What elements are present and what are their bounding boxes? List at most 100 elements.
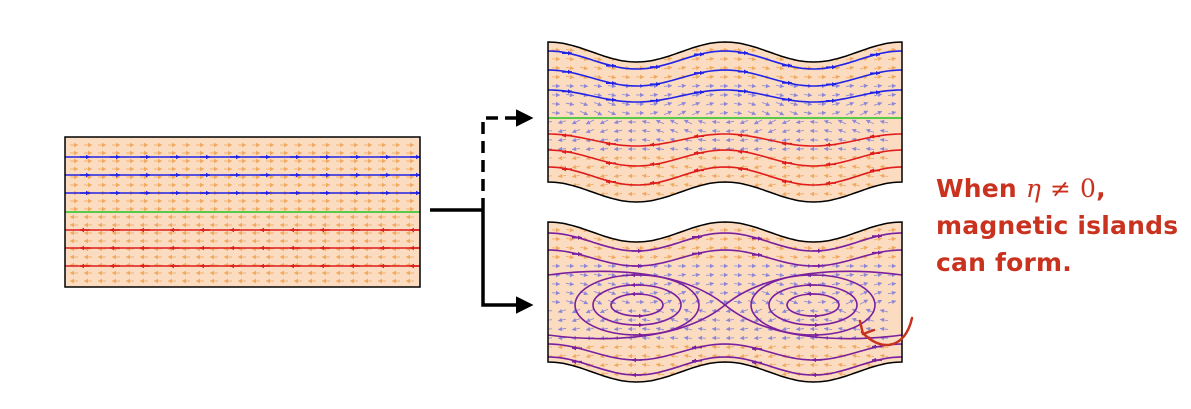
- field-line-arrow-head: [568, 69, 572, 75]
- background-arrow-head: [670, 335, 675, 341]
- field-line-arrow-head: [236, 172, 240, 178]
- background-arrow-head: [611, 291, 616, 296]
- background-arrow-head: [723, 290, 728, 296]
- field-line-arrow-head: [870, 134, 874, 139]
- island-arrow-head: [631, 272, 635, 278]
- background-arrow-head: [548, 362, 549, 368]
- background-arrow-head: [653, 299, 658, 305]
- background-arrow-head: [242, 182, 246, 188]
- background-arrow-head: [782, 371, 787, 377]
- background-arrow: [621, 229, 631, 231]
- background-arrow-head: [172, 206, 176, 212]
- background-arrow-head: [172, 150, 176, 156]
- background-arrow: [571, 372, 581, 376]
- background-arrow-head: [653, 254, 658, 260]
- background-arrow-head: [754, 155, 759, 161]
- background-arrow-head: [793, 281, 798, 287]
- background-arrow-head: [835, 263, 840, 269]
- background-arrow-head: [877, 83, 882, 89]
- background-arrow-head: [382, 166, 386, 172]
- background-arrow-head: [280, 230, 284, 236]
- background-arrow-head: [186, 182, 190, 188]
- background-arrow-head: [611, 74, 616, 80]
- background-arrow-head: [555, 56, 560, 62]
- background-arrow-head: [98, 278, 102, 284]
- background-arrow-head: [726, 191, 731, 197]
- background-arrow-head: [294, 278, 298, 284]
- background-arrow-head: [364, 238, 368, 244]
- background-arrow-head: [821, 227, 826, 233]
- background-arrow-head: [852, 317, 857, 322]
- background-arrow-head: [382, 198, 386, 204]
- background-arrow-head: [765, 236, 770, 242]
- background-arrow-head: [698, 308, 703, 314]
- background-arrow-head: [779, 74, 784, 80]
- background-arrow-head: [866, 128, 871, 134]
- background-arrow-head: [270, 198, 274, 204]
- background-arrow-head: [709, 272, 714, 278]
- background-arrow-head: [196, 214, 200, 220]
- background-arrow-head: [382, 150, 386, 156]
- background-arrow-head: [642, 128, 647, 134]
- background-arrow-head: [312, 198, 316, 204]
- background-arrow-head: [196, 230, 200, 236]
- connector-solid-to-islands: [481, 210, 534, 314]
- background-arrow-head: [779, 291, 784, 296]
- background-arrow-head: [726, 317, 731, 323]
- background-arrow-head: [172, 166, 176, 172]
- background-arrow-head: [74, 150, 78, 156]
- background-arrow-head: [838, 344, 843, 350]
- background-arrow: [803, 49, 813, 51]
- background-arrow-head: [667, 56, 672, 62]
- background-arrow-head: [614, 128, 619, 134]
- background-arrow-head: [238, 222, 242, 228]
- background-arrow-head: [298, 182, 302, 188]
- background-arrow-head: [642, 335, 647, 341]
- background-arrow-head: [838, 191, 843, 197]
- background-arrow-head: [569, 56, 574, 62]
- background-arrow: [663, 48, 673, 52]
- background-arrow-head: [740, 353, 745, 359]
- background-arrow-head: [628, 146, 633, 152]
- background-arrow-head: [863, 245, 868, 251]
- background-arrow-head: [298, 150, 302, 156]
- background-arrow-head: [168, 222, 172, 228]
- field-line-arrow-head: [788, 80, 792, 86]
- background-arrow-head: [670, 308, 675, 313]
- background-arrow-head: [224, 230, 228, 236]
- background-arrow-head: [807, 254, 812, 260]
- background-arrow-head: [656, 119, 661, 124]
- background-arrow-head: [639, 254, 644, 260]
- background-arrow-head: [586, 120, 591, 125]
- background-arrow-head: [312, 150, 316, 156]
- background-arrow-head: [586, 371, 591, 377]
- background-arrow-head: [336, 238, 340, 244]
- background-arrow-head: [144, 182, 148, 188]
- background-arrow-head: [614, 191, 619, 197]
- background-arrow-head: [695, 110, 700, 115]
- background-arrow-head: [382, 206, 386, 212]
- background-arrow-head: [695, 83, 700, 89]
- background-arrow-head: [410, 198, 414, 204]
- background-arrow-head: [796, 335, 801, 341]
- field-line: [548, 149, 902, 167]
- field-line: [548, 232, 902, 252]
- background-arrow-head: [695, 74, 700, 80]
- background-arrow-head: [653, 92, 658, 98]
- background-arrow-head: [695, 227, 700, 233]
- background-arrow-head: [810, 128, 815, 134]
- background-arrow-head: [793, 227, 798, 233]
- background-arrow-head: [378, 238, 382, 244]
- background-arrow-head: [765, 102, 770, 107]
- field-line-arrow-head: [788, 63, 792, 68]
- background-arrow-head: [280, 222, 284, 228]
- background-arrow-head: [737, 101, 742, 107]
- background-arrow-head: [667, 281, 672, 287]
- background-arrow-head: [779, 272, 784, 278]
- background-arrow-head: [782, 182, 787, 188]
- background-arrow-head: [681, 236, 686, 242]
- island-arrow-head: [639, 322, 643, 328]
- background-arrow-head: [214, 158, 218, 164]
- background-arrow-head: [880, 191, 885, 197]
- field-line-arrow-head: [744, 89, 748, 94]
